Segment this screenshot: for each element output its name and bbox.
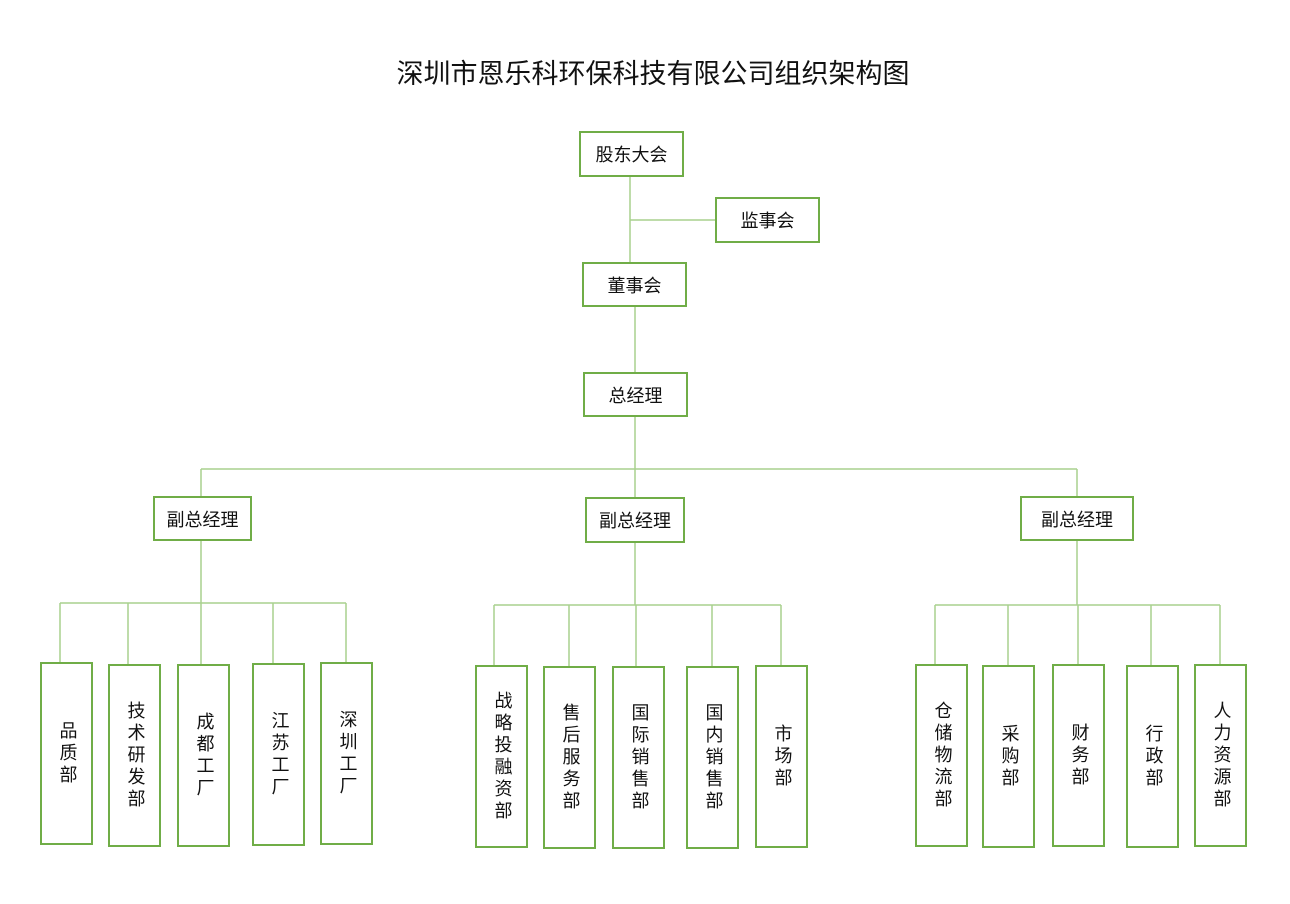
dept-box: 深圳工厂 <box>320 662 373 845</box>
node-deputy-gm-left: 副总经理 <box>153 496 252 541</box>
dept-box: 技术研发部 <box>108 664 161 847</box>
dept-label: 国际销售部 <box>628 702 650 813</box>
dept-label: 品质部 <box>56 720 78 787</box>
dept-box: 国内销售部 <box>686 666 739 849</box>
node-label: 监事会 <box>740 211 795 232</box>
dept-label: 仓储物流部 <box>931 700 953 811</box>
dept-label: 江苏工厂 <box>268 710 290 799</box>
dept-box: 国际销售部 <box>612 666 665 849</box>
dept-box: 采购部 <box>982 665 1035 848</box>
node-label: 副总经理 <box>1041 509 1113 531</box>
dept-label: 技术研发部 <box>124 700 146 811</box>
node-label: 股东大会 <box>595 145 668 166</box>
dept-label: 行政部 <box>1142 723 1164 790</box>
dept-label: 深圳工厂 <box>336 709 358 798</box>
dept-label: 国内销售部 <box>702 702 724 813</box>
chart-title: 深圳市恩乐科环保科技有限公司组织架构图 <box>396 59 910 90</box>
node-general-manager: 总经理 <box>583 372 688 417</box>
node-label: 副总经理 <box>599 511 671 532</box>
dept-label: 人力资源部 <box>1210 700 1232 811</box>
dept-label: 售后服务部 <box>559 702 581 813</box>
node-deputy-gm-middle: 副总经理 <box>585 497 685 543</box>
dept-box: 江苏工厂 <box>252 663 305 846</box>
node-label: 总经理 <box>608 385 663 407</box>
node-label: 副总经理 <box>166 509 239 531</box>
dept-box: 行政部 <box>1126 665 1179 848</box>
dept-box: 人力资源部 <box>1194 664 1247 847</box>
dept-box: 售后服务部 <box>543 666 596 849</box>
node-board-of-directors: 董事会 <box>582 262 687 307</box>
dept-box: 品质部 <box>40 662 93 845</box>
dept-label: 市场部 <box>771 723 793 790</box>
dept-label: 采购部 <box>998 723 1020 790</box>
node-deputy-gm-right: 副总经理 <box>1020 496 1134 541</box>
dept-box: 成都工厂 <box>177 664 230 847</box>
dept-label: 成都工厂 <box>193 711 215 800</box>
dept-label: 战略投融资部 <box>491 690 513 823</box>
dept-box: 战略投融资部 <box>475 665 528 848</box>
dept-box: 仓储物流部 <box>915 664 968 847</box>
node-shareholders-meeting: 股东大会 <box>579 131 684 177</box>
node-supervisory-board: 监事会 <box>715 197 820 243</box>
dept-box: 市场部 <box>755 665 808 848</box>
dept-label: 财务部 <box>1068 722 1090 789</box>
dept-box: 财务部 <box>1052 664 1105 847</box>
node-label: 董事会 <box>607 275 662 297</box>
